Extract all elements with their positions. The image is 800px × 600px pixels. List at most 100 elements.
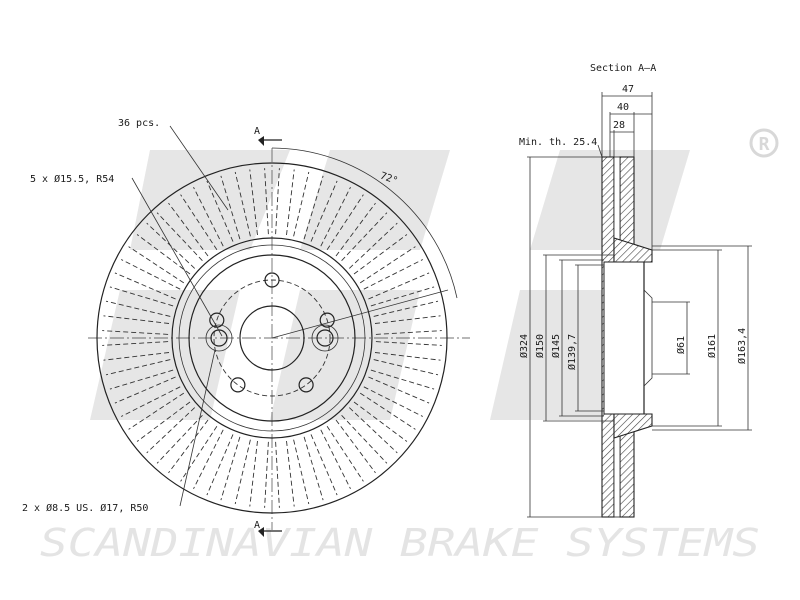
vane-edge	[363, 386, 424, 417]
vane-edge	[234, 439, 251, 505]
dia-139-7: Ø139,7	[566, 334, 578, 370]
bolt-holes-label: 5 x Ø15.5, R54	[30, 173, 114, 185]
bolt-hole	[319, 312, 335, 328]
min-thickness-leader	[597, 144, 603, 158]
bolt-hole	[264, 272, 280, 288]
section-center-bore-step	[643, 289, 653, 387]
section-hub-bore	[603, 261, 645, 415]
vane-edge	[353, 234, 408, 275]
vane-edge	[348, 222, 398, 269]
locating-holes-leader	[179, 349, 216, 507]
vane-edge	[128, 246, 185, 284]
dia-61: Ø61	[675, 336, 687, 354]
dim-40: 40	[617, 102, 629, 113]
vane-edge	[375, 330, 442, 335]
bolt-hole	[298, 377, 314, 393]
dia-163-4: Ø163,4	[736, 328, 748, 364]
vane-edge	[234, 171, 251, 237]
vane-edge	[180, 425, 218, 482]
dia-150: Ø150	[534, 334, 546, 358]
vane-edge	[335, 202, 376, 257]
vanes-count-label: 36 pcs.	[118, 118, 160, 129]
dim-28: 28	[613, 120, 625, 131]
vane-edge	[102, 330, 169, 335]
vane-edge	[168, 419, 209, 474]
vane-edge	[120, 259, 181, 290]
vane-edge	[370, 286, 435, 307]
cooling-vanes	[102, 168, 442, 508]
bolt-holes-leader	[131, 177, 223, 337]
vane-edge	[359, 246, 416, 284]
section-arrowhead-top	[258, 136, 264, 146]
center-bore	[239, 305, 305, 371]
vane-edge	[220, 175, 241, 240]
locating-hole-right-counterbore	[311, 324, 339, 352]
vane-edge	[206, 180, 234, 242]
vane-edge	[368, 272, 430, 300]
vane-edge	[249, 169, 258, 236]
vane-edge	[102, 341, 169, 346]
section-arrowhead-bottom	[258, 527, 264, 537]
vane-edge	[363, 259, 424, 290]
vane-edge	[375, 341, 442, 346]
vane-edge	[373, 300, 439, 317]
vane-edge	[146, 407, 196, 454]
company-watermark: SCANDINAVIAN BRAKE SYSTEMS	[40, 521, 760, 565]
angle-arc	[271, 147, 458, 299]
hat-face-circle	[188, 254, 356, 422]
vane-edge	[156, 414, 203, 464]
vane-edge	[103, 352, 170, 361]
vane-edge	[374, 315, 441, 324]
vane-edge	[303, 436, 324, 501]
vane-edge	[156, 212, 203, 262]
vane-edge	[359, 392, 416, 430]
vane-edge	[136, 234, 191, 275]
angle-leg	[271, 289, 449, 339]
vane-edge	[374, 352, 441, 361]
vane-edge	[373, 359, 439, 376]
vane-edge	[368, 376, 430, 404]
locating-holes-label: 2 x Ø8.5 US. Ø17, R50	[22, 502, 148, 514]
vane-edge	[310, 180, 338, 242]
vane-edge	[264, 441, 269, 508]
dia-161: Ø161	[706, 334, 718, 358]
vanes-leader	[169, 125, 229, 211]
vane-edge	[109, 369, 174, 390]
vane-edge	[103, 315, 170, 324]
vane-edge	[310, 434, 338, 496]
section-title: Section A–A	[590, 63, 656, 74]
vane-edge	[114, 272, 176, 300]
vane-edge	[128, 392, 185, 430]
vane-edge	[348, 407, 398, 454]
bolt-circle	[213, 279, 331, 397]
vane-edge	[275, 441, 280, 508]
disc-front-view	[88, 125, 470, 537]
vane-edge	[206, 434, 234, 496]
vane-edge	[326, 425, 364, 482]
dia-324: Ø324	[518, 334, 530, 358]
bolt-hole	[230, 377, 246, 393]
dim-47: 47	[622, 84, 634, 95]
registered-mark-circle	[749, 128, 779, 158]
vane-edge	[320, 429, 351, 490]
vane-edge	[370, 369, 435, 390]
locating-hole-right	[316, 329, 334, 347]
hat-step-circle	[178, 244, 366, 432]
vane-edge	[275, 168, 280, 235]
dia-145: Ø145	[550, 334, 562, 358]
min-thickness-label: Min. th. 25.4	[519, 137, 597, 148]
outer-rim	[96, 162, 448, 514]
vane-edge	[193, 429, 224, 490]
vane-edge	[193, 186, 224, 247]
bolt-holes	[209, 272, 335, 393]
vane-edge	[335, 419, 376, 474]
vane-edge	[220, 436, 241, 501]
vane-edge	[114, 376, 176, 404]
vane-edge	[105, 300, 171, 317]
vane-edge	[136, 401, 191, 442]
vane-edge	[353, 401, 408, 442]
vane-edge	[249, 440, 258, 507]
vane-edge	[341, 414, 388, 464]
vane-edge	[286, 440, 295, 507]
